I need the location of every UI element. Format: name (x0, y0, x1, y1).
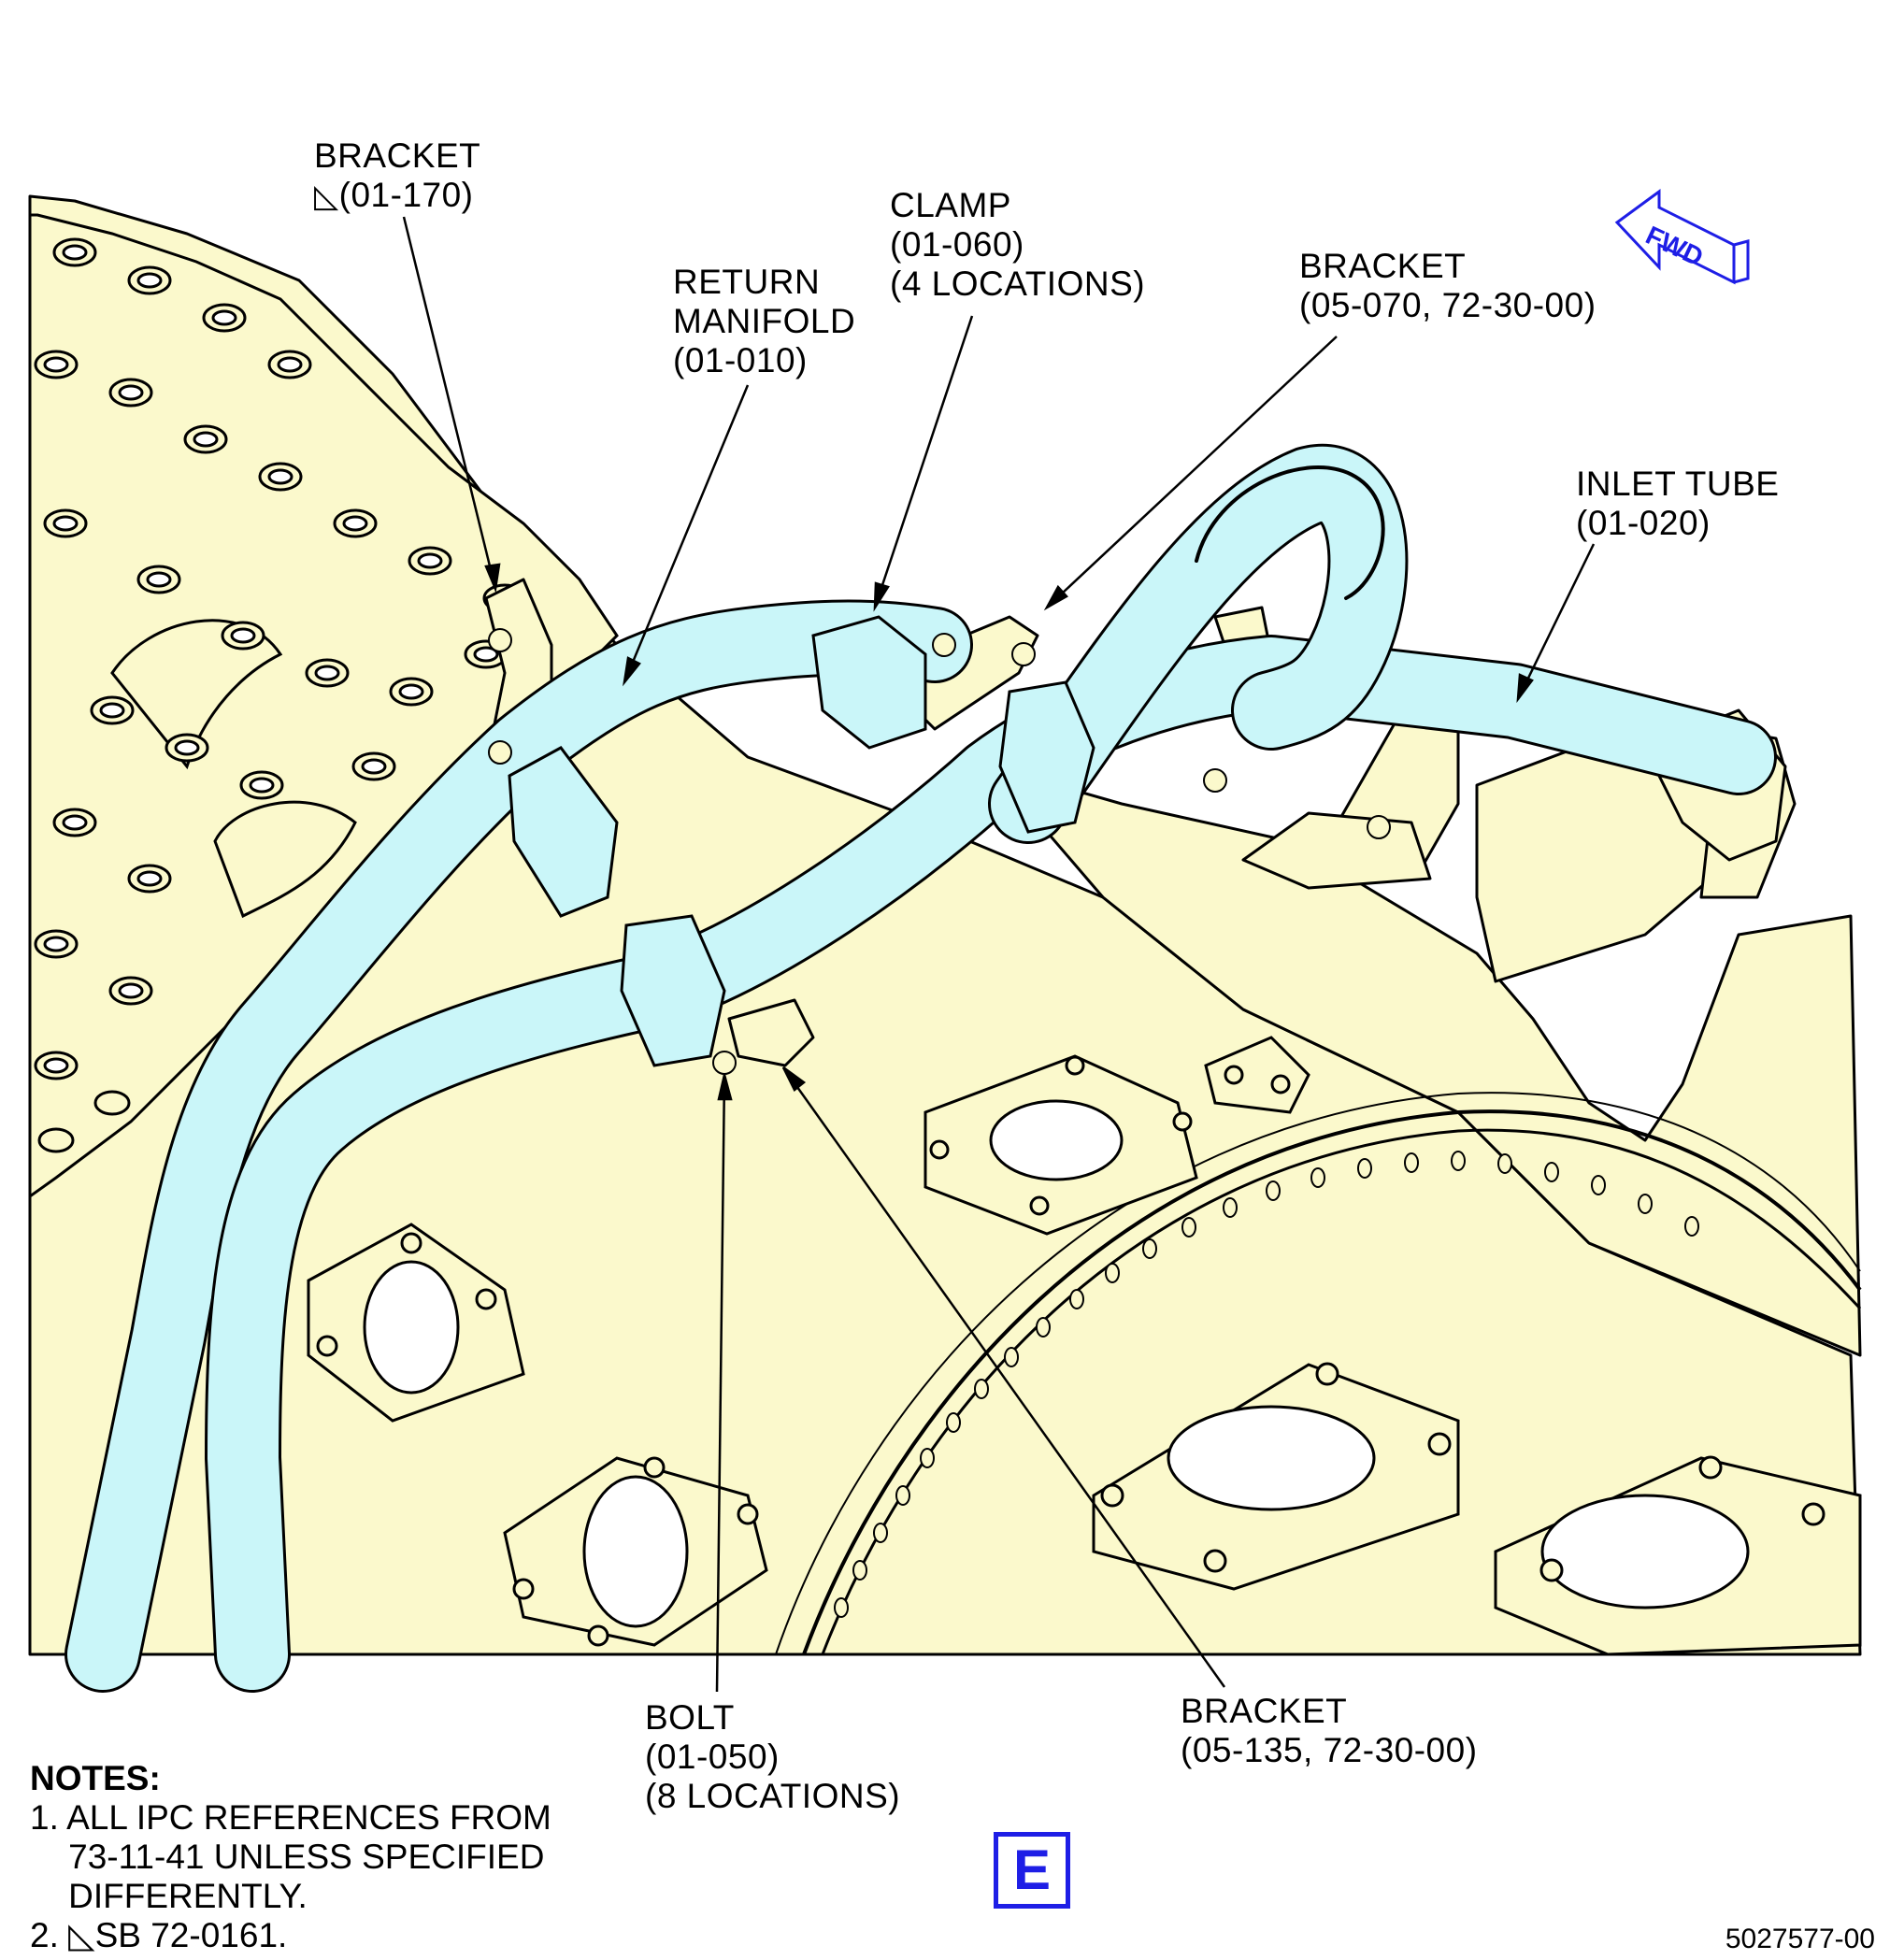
note-line: 1. ALL IPC REFERENCES FROM (30, 1798, 551, 1837)
callout-bracket-01-170: BRACKET ◺(01-170) (314, 136, 481, 214)
callout-bracket-05-135: BRACKET (05-135, 72-30-00) (1181, 1692, 1478, 1769)
figure-number: 5027577-00 (1725, 1924, 1875, 1954)
leader-lines (402, 216, 1596, 1693)
note-line: 2. ◺SB 72-0161. (30, 1916, 288, 1954)
bolt-heads (488, 628, 1391, 1075)
callout-bolt: BOLT (01-050) (8 LOCATIONS) (645, 1698, 901, 1815)
ring-bolts (834, 1151, 1699, 1618)
nozzle-pads (307, 1036, 1862, 1656)
note-line: DIFFERENTLY. (30, 1877, 308, 1915)
notes-block: NOTES: 1. ALL IPC REFERENCES FROM 73-11-… (30, 1759, 551, 1955)
callout-return-manifold: RETURN MANIFOLD (01-010) (673, 263, 856, 379)
notes-title: NOTES: (30, 1759, 161, 1797)
fwd-arrow: FWD (1614, 189, 1750, 285)
view-letter-badge: E (994, 1832, 1070, 1909)
callout-bracket-05-070: BRACKET (05-070, 72-30-00) (1299, 247, 1596, 324)
callout-clamp: CLAMP (01-060) (4 LOCATIONS) (890, 186, 1146, 303)
clamps (508, 615, 1095, 1067)
note-line: 73-11-41 UNLESS SPECIFIED (30, 1838, 545, 1876)
callout-inlet-tube: INLET TUBE (01-020) (1576, 465, 1780, 542)
